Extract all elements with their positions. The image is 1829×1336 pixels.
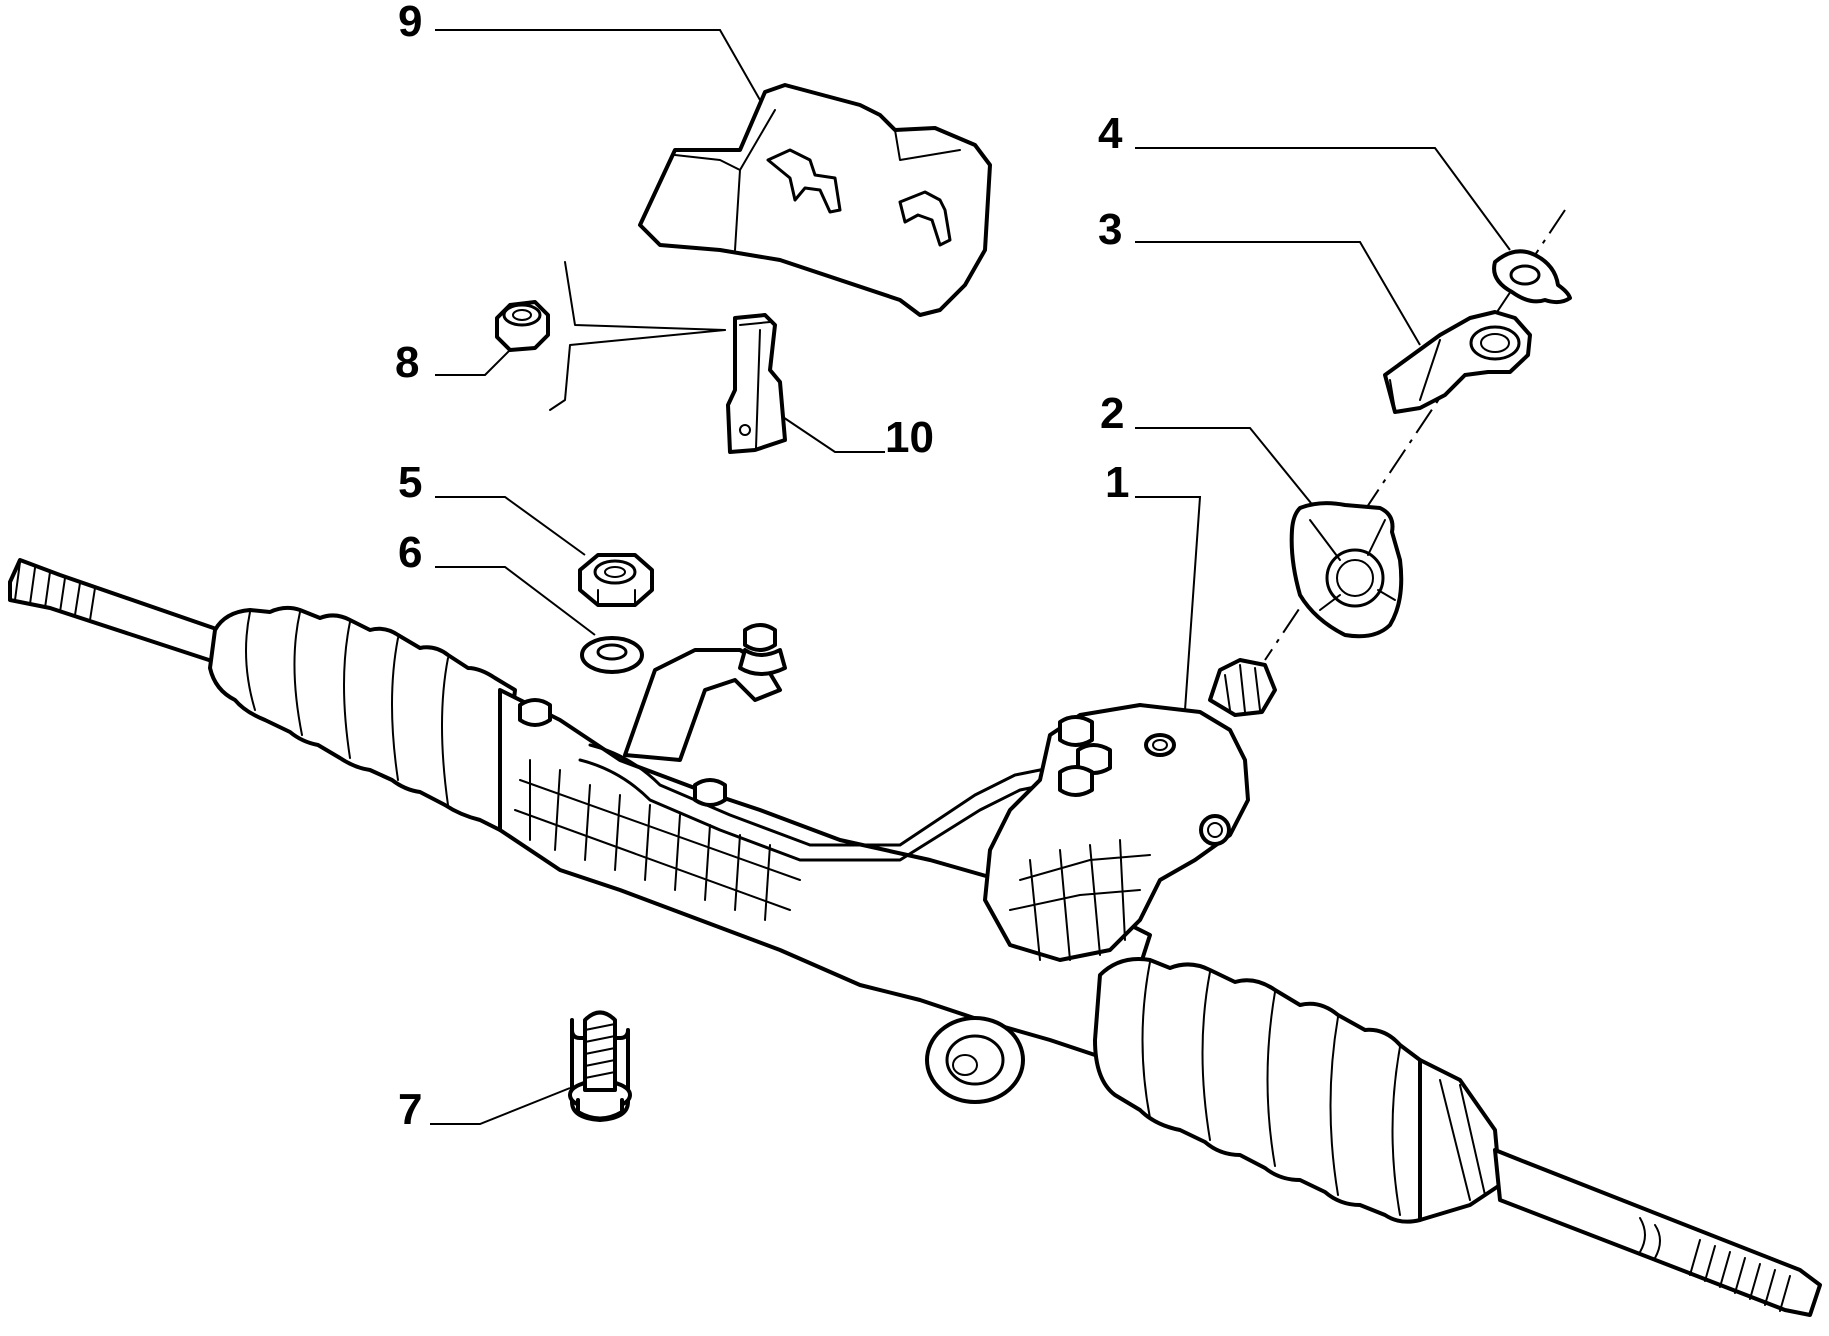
callout-4: 4: [1098, 109, 1123, 158]
bracket-assembly-line: [564, 261, 726, 331]
callout-3: 3: [1098, 205, 1122, 254]
callout-2: 2: [1100, 389, 1124, 438]
callout-1: 1: [1105, 458, 1129, 507]
part-10-bracket: [726, 313, 787, 454]
leader-line-6: [435, 566, 596, 636]
callout-5: 5: [398, 458, 422, 507]
leader-line-9: [435, 29, 761, 101]
leader-line-3: [1135, 241, 1421, 346]
part-6-washer: [580, 636, 644, 674]
callout-7: 7: [398, 1085, 422, 1134]
callout-10: 10: [885, 413, 934, 462]
callout-labels: 9 4 3 8 10 2 1 5 6 7: [395, 0, 1129, 1134]
callout-8: 8: [395, 338, 419, 387]
leader-line-7: [430, 1087, 571, 1125]
part-2-pinion-cover: [1289, 501, 1404, 639]
part-4-circlip: [1492, 249, 1572, 305]
leader-line-4: [1135, 147, 1511, 251]
leader-line-5: [435, 496, 586, 556]
callout-6: 6: [398, 528, 422, 577]
leader-line-2: [1135, 427, 1316, 509]
part-3-lever: [1383, 310, 1532, 414]
part-8-nut: [495, 300, 550, 352]
part-1-steering-rack: [8, 558, 1822, 1317]
leader-line-8: [435, 344, 516, 376]
part-5-hex-nut: [578, 553, 654, 607]
bracket-assembly-line-lower: [549, 329, 726, 411]
part-9-heat-shield: [638, 83, 992, 317]
callout-9: 9: [398, 0, 422, 46]
leader-line-1: [1135, 496, 1202, 711]
leader-line-10: [764, 404, 885, 453]
part-7-bolt: [568, 1010, 632, 1122]
